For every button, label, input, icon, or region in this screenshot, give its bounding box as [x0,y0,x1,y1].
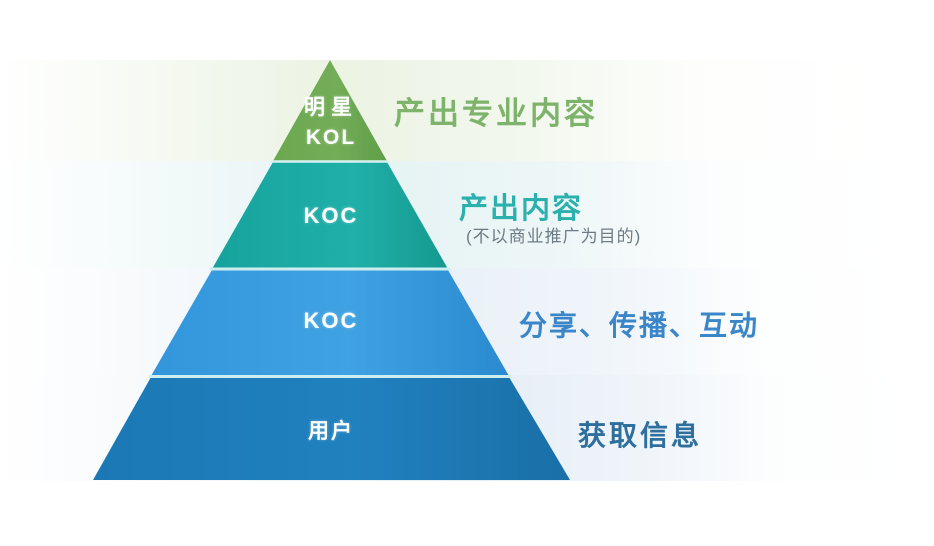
tier-user-left-label: 用户 [308,420,354,443]
pyramid-tier-user-slice [93,377,570,480]
tier-kol-right-label: 产出专业内容 [394,96,598,131]
pyramid-tier-kol-slice [273,60,387,161]
tier-koc-upper-right-sublabel: (不以商业推广为目的) [466,227,642,246]
tier-kol-left-label-line2: KOL [305,126,357,149]
pyramid-tier-koc-lower-slice [151,270,509,376]
tier-koc-lower-left-label: KOC [303,308,359,333]
tier-koc-lower-right-label: 分享、传播、互动 [519,310,760,341]
pyramid-tier-koc-upper-slice [212,162,448,269]
tier-kol-left-label-line1: 明星 [304,96,358,119]
tier-kol-left-label: 明星 KOL [285,93,377,153]
tier-koc-upper-right-label: 产出内容 [459,193,584,225]
tier-user-right-label: 获取信息 [578,420,703,451]
tier-koc-upper-left-label: KOC [303,203,359,228]
